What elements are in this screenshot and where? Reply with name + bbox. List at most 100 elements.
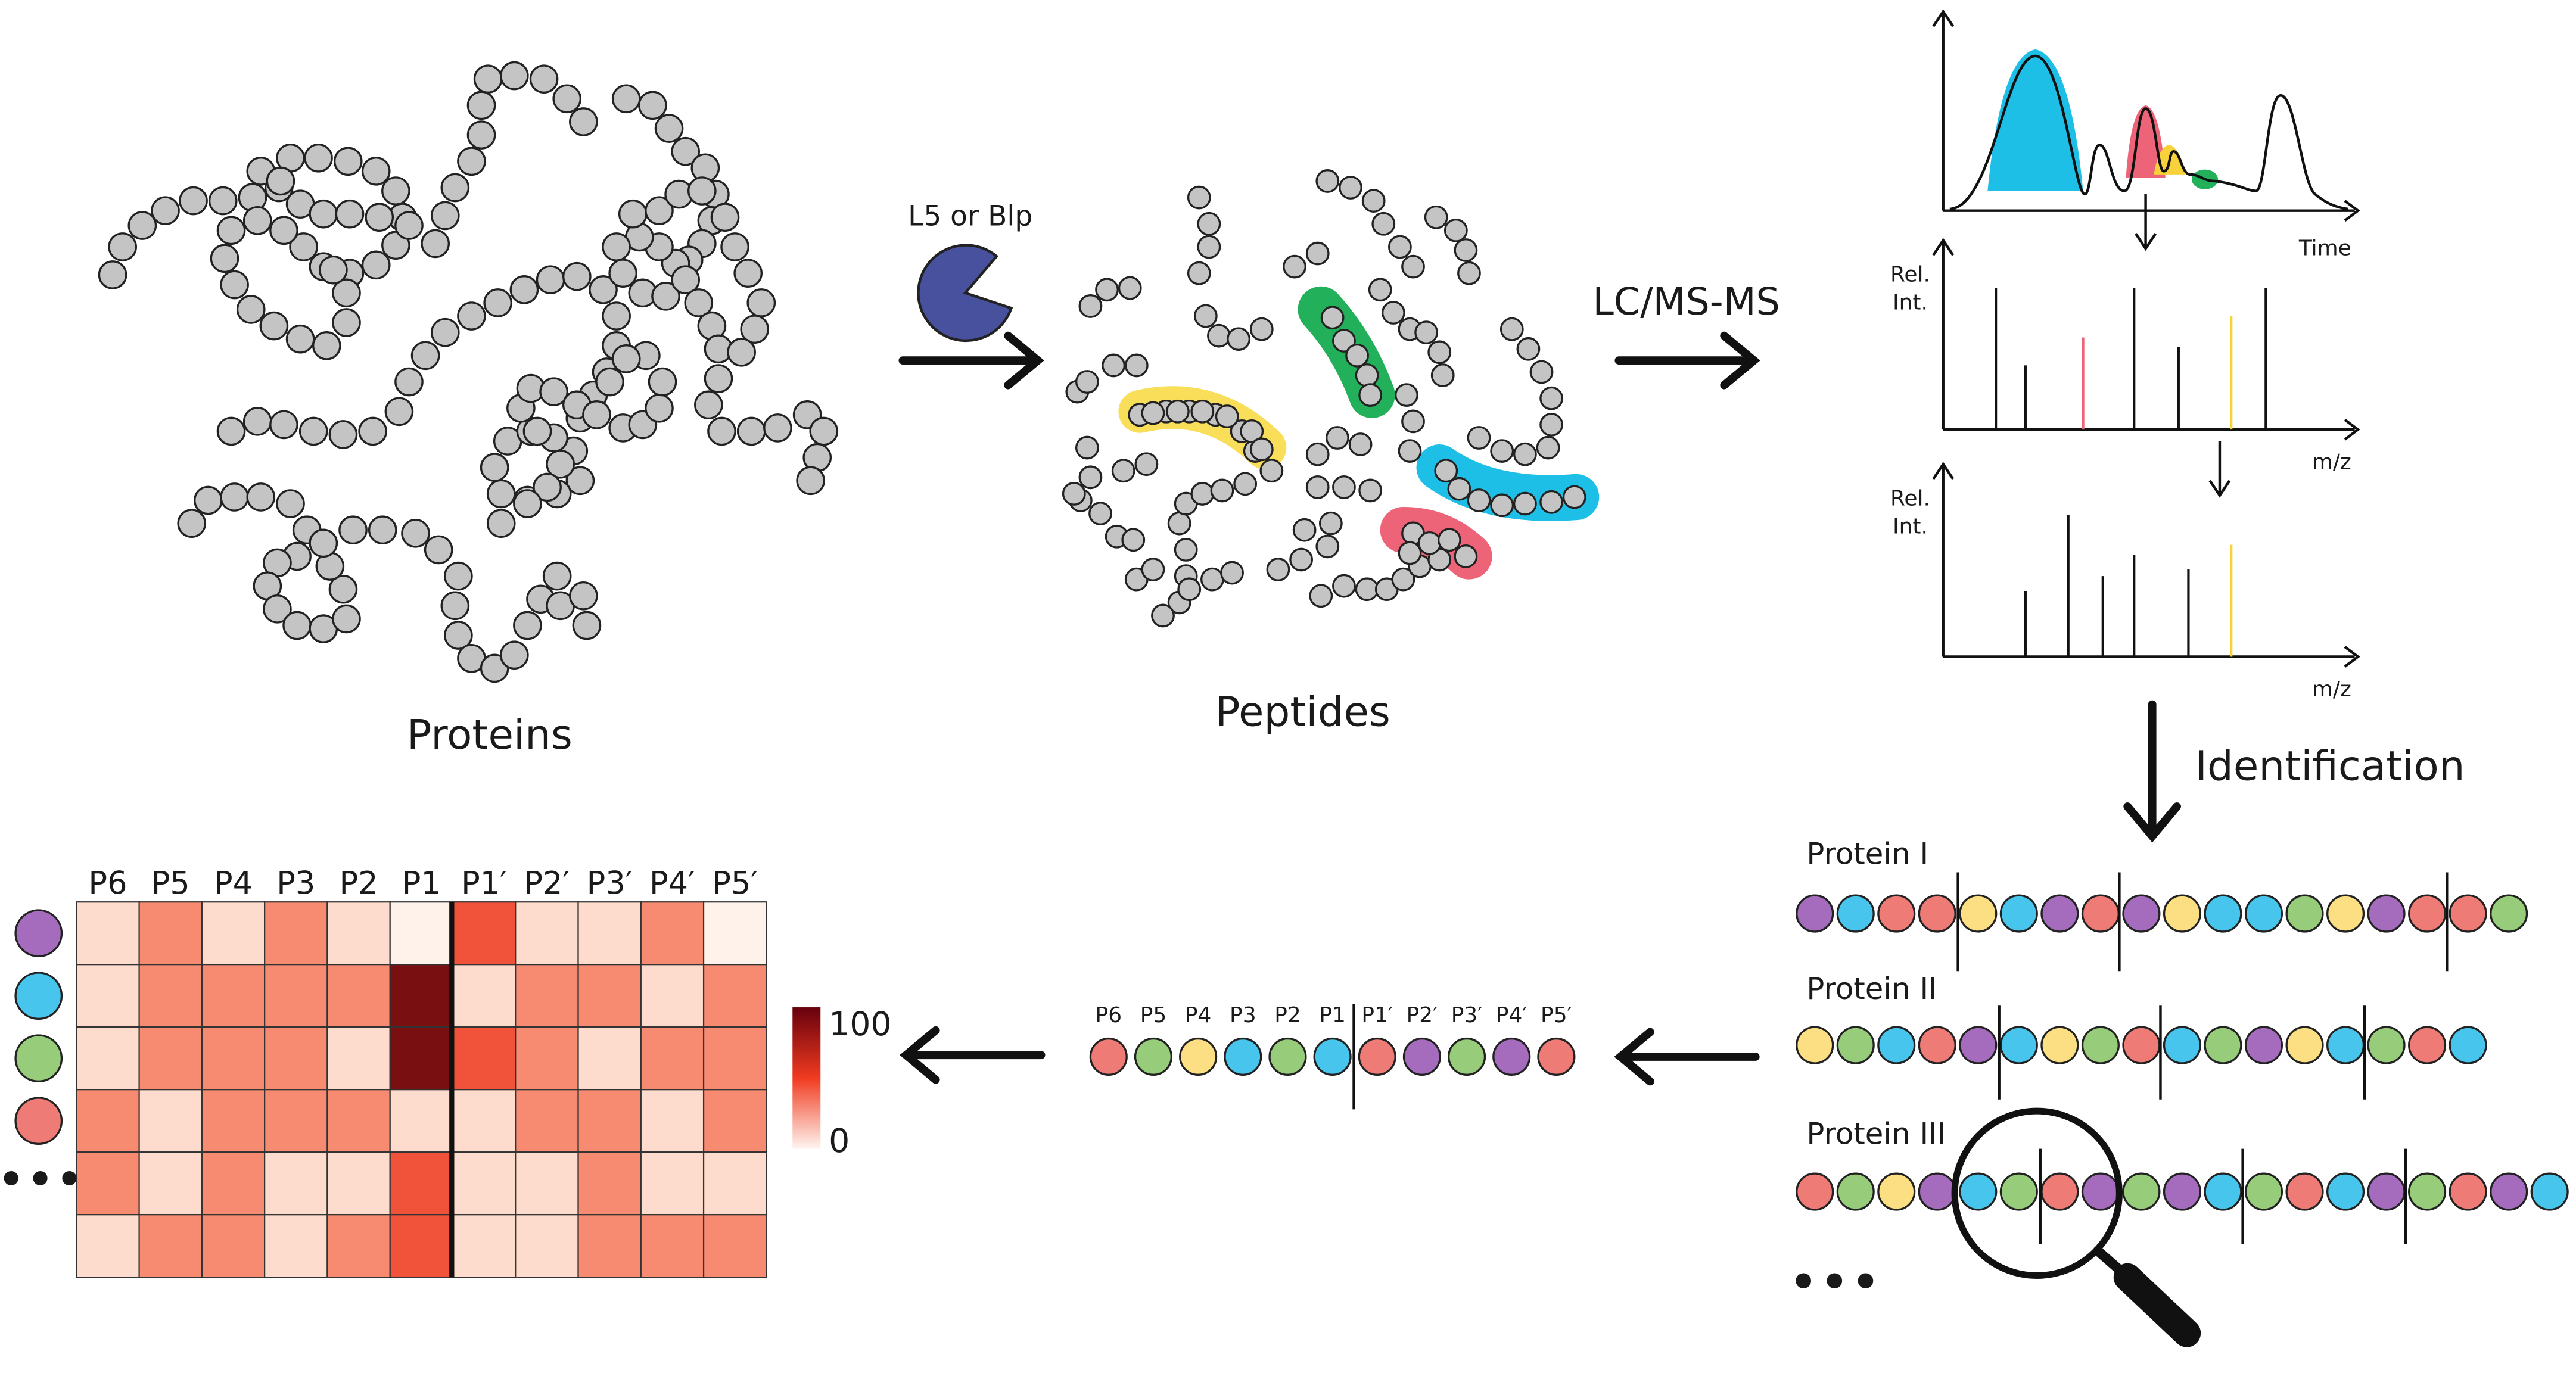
- protein-bead: [480, 453, 509, 482]
- rel-int-label: Int.: [1893, 290, 1928, 315]
- peptide-bead: [1424, 205, 1448, 229]
- protein-bead: [338, 515, 368, 545]
- red-residue: [2408, 894, 2447, 933]
- blue-residue: [2204, 894, 2242, 933]
- heatmap-cell: [389, 1214, 454, 1278]
- peptide-bead: [1078, 294, 1103, 318]
- protein-bead: [611, 84, 641, 114]
- heatmap-column-header: P2: [340, 865, 378, 901]
- protein-bead: [727, 338, 756, 367]
- peptide-bead: [1401, 254, 1425, 279]
- position-label: P3′: [1451, 1003, 1483, 1028]
- heatmap-cell: [452, 1151, 517, 1216]
- protein-bead: [298, 416, 328, 446]
- purple-residue: [2163, 1172, 2201, 1211]
- peptide-bead: [1457, 261, 1481, 285]
- heatmap-column-header: P3: [276, 865, 315, 901]
- heatmap-cell: [138, 1151, 203, 1216]
- heatmap-cell: [138, 1026, 203, 1091]
- heatmap-cell: [702, 1214, 767, 1278]
- enzyme-label: L5 or Blp: [908, 200, 1032, 233]
- cleaved-peptide: [1089, 1037, 1576, 1076]
- blue-residue: [2163, 1026, 2201, 1064]
- protein-bead: [289, 232, 318, 261]
- green-residue: [2490, 894, 2528, 933]
- peptide-bead: [1529, 360, 1554, 384]
- highlighted-peptide-bead: [1358, 383, 1383, 407]
- peptide-bead: [1315, 169, 1340, 193]
- highlighted-peptide-bead: [1417, 531, 1442, 555]
- yellow-residue: [2163, 894, 2201, 933]
- protein-bead: [694, 390, 723, 420]
- protein-bead: [595, 367, 624, 397]
- peptide-bead: [1220, 561, 1244, 585]
- heatmap-cell: [326, 1151, 391, 1216]
- ms1-spectrum: Rel. Int. m/z: [1890, 238, 2360, 475]
- red-residue: [1358, 1037, 1396, 1076]
- blue-residue: [2244, 894, 2283, 933]
- protein-bead: [499, 640, 529, 670]
- blue-residue: [2530, 1172, 2569, 1211]
- blue-residue: [1224, 1037, 1262, 1076]
- protein-bead: [177, 509, 207, 538]
- protein-2-cleavage-sites: [1998, 1005, 2366, 1100]
- protein-1-sequence: [1796, 894, 2528, 933]
- red-residue: [2408, 1026, 2447, 1064]
- peptide-bead: [1193, 304, 1218, 328]
- heatmap-cell: [76, 1151, 140, 1216]
- peptide-bead: [1368, 278, 1392, 302]
- rel-int-label: Rel.: [1890, 263, 1930, 287]
- protein-bead: [710, 203, 740, 232]
- peptide-bead: [1339, 176, 1362, 200]
- protein-bead: [466, 120, 496, 150]
- protein-bead: [569, 107, 598, 136]
- heatmap-cell: [326, 1026, 391, 1091]
- protein-bead: [384, 397, 414, 427]
- protein-bead: [654, 114, 684, 143]
- purple-residue: [2040, 894, 2079, 933]
- peptide-bead: [1318, 511, 1343, 536]
- red-residue: [1537, 1037, 1576, 1076]
- rel-int-label: Rel.: [1890, 486, 1930, 510]
- protein-bead: [457, 147, 486, 176]
- peptide-bead: [1200, 567, 1224, 592]
- protein-bead: [736, 416, 766, 446]
- peptide-bead: [1121, 528, 1146, 552]
- protein-bead: [335, 199, 365, 229]
- protein-bead: [542, 561, 572, 591]
- red-residue: [2122, 1026, 2161, 1064]
- highlighted-peptide-bead: [1434, 459, 1458, 483]
- rel-int-label: Int.: [1893, 514, 1928, 538]
- protein-bead: [127, 211, 157, 240]
- highlighted-peptide-bead: [1141, 401, 1165, 425]
- protein-1-cleavage-sites: [1956, 872, 2449, 972]
- heatmap-cell: [138, 964, 203, 1028]
- protein-bead: [328, 420, 358, 449]
- protein-bead: [151, 196, 180, 226]
- peptide-bead: [1430, 363, 1455, 387]
- protein-bead: [361, 250, 391, 280]
- heatmap-cell: [201, 1089, 266, 1153]
- heatmap-cell: [76, 901, 140, 966]
- protein-bead: [533, 472, 562, 502]
- protein-bead: [444, 561, 473, 591]
- peptide-bead: [1167, 511, 1191, 536]
- heatmap-cell: [326, 901, 391, 966]
- green-residue: [1999, 1172, 2038, 1211]
- peptide-bead: [1490, 439, 1514, 463]
- peptide-bead: [1305, 442, 1330, 466]
- protein-bead: [381, 231, 410, 260]
- red-residue: [1918, 894, 1956, 933]
- peptide-bead: [1111, 459, 1135, 483]
- purple-residue: [1492, 1037, 1531, 1076]
- protein-bead: [704, 364, 733, 393]
- heatmap-cell: [515, 1089, 579, 1153]
- heatmap-cell: [76, 1026, 140, 1091]
- position-label: P6: [1096, 1003, 1122, 1028]
- highlighted-peptide-bead: [1398, 541, 1422, 565]
- peptide-bead: [1332, 475, 1356, 499]
- arrow-left-icon: [900, 1026, 1046, 1084]
- peptide-bead: [1102, 353, 1126, 378]
- heatmap-column-header: P2′: [524, 865, 570, 901]
- peptide-bead: [1305, 241, 1330, 266]
